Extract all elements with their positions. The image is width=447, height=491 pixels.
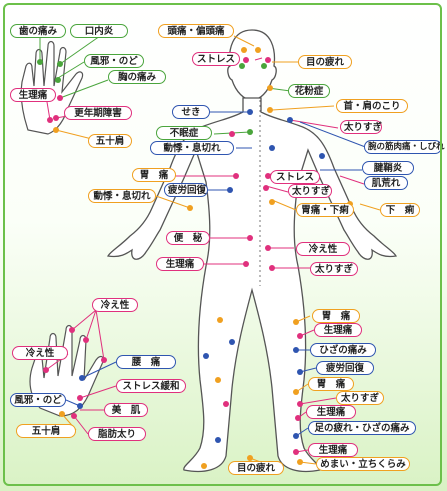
label-fatigue-recovery-2: 疲労回復 xyxy=(316,361,374,375)
label-stomach-diarrhea: 胃痛・下痢 xyxy=(296,203,354,217)
label-too-fat-4: 太りすぎ xyxy=(336,391,384,405)
label-hay-fever: 花粉症 xyxy=(288,84,330,98)
label-insomnia: 不眠症 xyxy=(156,126,212,140)
label-fatigue-recovery-1: 疲労回復 xyxy=(164,183,208,197)
label-cold-sensitivity-1: 冷え性 xyxy=(296,242,350,256)
label-frozen-shoulder-1: 五十肩 xyxy=(88,134,132,148)
label-arm-pain: 腕の筋肉痛・しびれ xyxy=(364,140,442,154)
label-menstrual-pain-1: 生理痛 xyxy=(10,88,56,102)
label-cold-throat: 風邪・のど xyxy=(84,54,144,68)
label-stress-2: ストレス xyxy=(270,170,320,184)
label-knee-pain: ひざの痛み xyxy=(310,343,376,357)
label-eye-fatigue-2: 目の疲れ xyxy=(228,461,284,475)
label-headache: 頭痛・偏頭痛 xyxy=(158,24,234,38)
label-stomach-pain-1: 胃 痛 xyxy=(132,168,176,182)
label-beautiful-skin: 美 肌 xyxy=(104,403,148,417)
label-too-fat-2: 太りすぎ xyxy=(288,184,332,198)
label-menstrual-pain-5: 生理痛 xyxy=(308,443,358,457)
label-cough: せき xyxy=(172,105,210,119)
label-menopause: 更年期障害 xyxy=(64,106,132,120)
label-stress-1: ストレス xyxy=(192,52,240,66)
label-palpitation-1: 動悸・息切れ xyxy=(150,141,234,155)
label-back-pain: 腰 痛 xyxy=(116,355,176,369)
label-too-fat-1: 太りすぎ xyxy=(340,120,382,134)
label-tooth-pain: 歯の痛み xyxy=(10,24,66,38)
label-stress-relief: ストレス緩和 xyxy=(116,379,186,393)
label-fat-gain: 脂肪太り xyxy=(88,427,146,441)
label-cold-throat-2: 風邪・のど xyxy=(10,393,66,407)
label-palpitation-2: 動悸・息切れ xyxy=(88,189,156,203)
label-eye-fatigue-1: 目の疲れ xyxy=(298,55,352,69)
label-constipation: 便 秘 xyxy=(166,231,210,245)
label-menstrual-pain-2: 生理痛 xyxy=(156,257,204,271)
label-stomatitis: 口内炎 xyxy=(70,24,128,38)
label-dizziness: めまい・立ちくらみ xyxy=(316,457,410,471)
label-tendonitis: 腱鞘炎 xyxy=(362,161,414,175)
label-stomach-pain-3: 胃 痛 xyxy=(308,377,354,391)
label-menstrual-pain-4: 生理痛 xyxy=(306,405,356,419)
label-neck-shoulder: 首・肩のこり xyxy=(336,99,408,113)
label-diarrhea: 下 痢 xyxy=(380,203,420,217)
label-rough-skin: 肌荒れ xyxy=(364,176,408,190)
label-chest-pain: 胸の痛み xyxy=(108,70,166,84)
label-cold-sensitivity-2: 冷え性 xyxy=(92,298,138,312)
label-too-fat-3: 太りすぎ xyxy=(310,262,358,276)
label-cold-sensitivity-3: 冷え性 xyxy=(12,346,68,360)
label-foot-fatigue: 足の疲れ・ひざの痛み xyxy=(308,421,416,435)
label-frozen-shoulder-2: 五十肩 xyxy=(16,424,76,438)
label-stomach-pain-2: 胃 痛 xyxy=(312,309,360,323)
label-menstrual-pain-3: 生理痛 xyxy=(314,323,362,337)
